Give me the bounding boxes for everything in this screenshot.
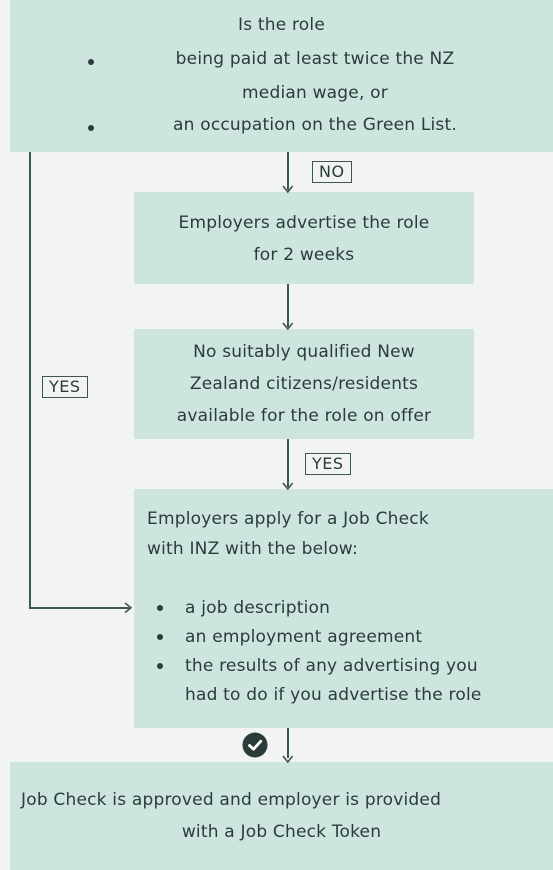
bullet-dot [88,125,94,131]
apply-bullet-2: an employment agreement [185,627,423,647]
arrowhead-final [282,755,294,764]
top-decision-bullet-1-cont: median wage, or [242,83,388,103]
advertise-line-1: Employers advertise the role [178,213,430,233]
top-decision-box [10,0,553,152]
apply-box [134,489,553,728]
final-line-1: Job Check is approved and employer is pr… [21,790,442,810]
check-circle-icon [242,732,268,758]
final-line-2: with a Job Check Token [181,822,382,842]
top-decision-heading: Is the role [238,15,325,35]
bullet-dot [157,605,163,611]
no-label: NO [312,161,352,183]
bullet-dot [157,634,163,640]
apply-line-1: Employers apply for a Job Check [147,509,429,529]
connector-left-vertical [29,152,31,608]
apply-line-2: with INZ with the below: [147,539,358,559]
no-suitable-box [134,329,474,439]
apply-bullet-3-cont: had to do if you advertise the role [185,685,482,705]
top-decision-bullet-2: an occupation on the Green List. [173,115,457,135]
arrowhead-no-suitable [282,322,294,331]
arrowhead-advertise [282,185,294,194]
apply-bullet-3: the results of any advertising you [185,656,478,676]
bullet-dot [88,59,94,65]
connector-no-suitable-to-apply [287,439,289,487]
top-decision-bullet-1: being paid at least twice the NZ [175,49,455,69]
apply-bullet-1: a job description [185,598,331,618]
arrowhead-left-yes [124,602,133,614]
advertise-line-2: for 2 weeks [253,245,355,265]
bullet-dot [157,663,163,669]
connector-advertise-to-no-suitable [287,284,289,327]
connector-top-to-advertise [287,152,289,190]
yes-label-middle: YES [305,453,351,475]
no-suitable-line-3: available for the role on offer [176,406,432,426]
final-box [10,762,553,870]
yes-label-left: YES [42,376,88,398]
arrowhead-apply [282,482,294,491]
connector-left-horizontal [29,607,129,609]
no-suitable-line-2: Zealand citizens/residents [189,374,419,394]
connector-apply-to-final [287,728,289,758]
advertise-box [134,192,474,284]
no-suitable-line-1: No suitably qualified New [193,342,415,362]
